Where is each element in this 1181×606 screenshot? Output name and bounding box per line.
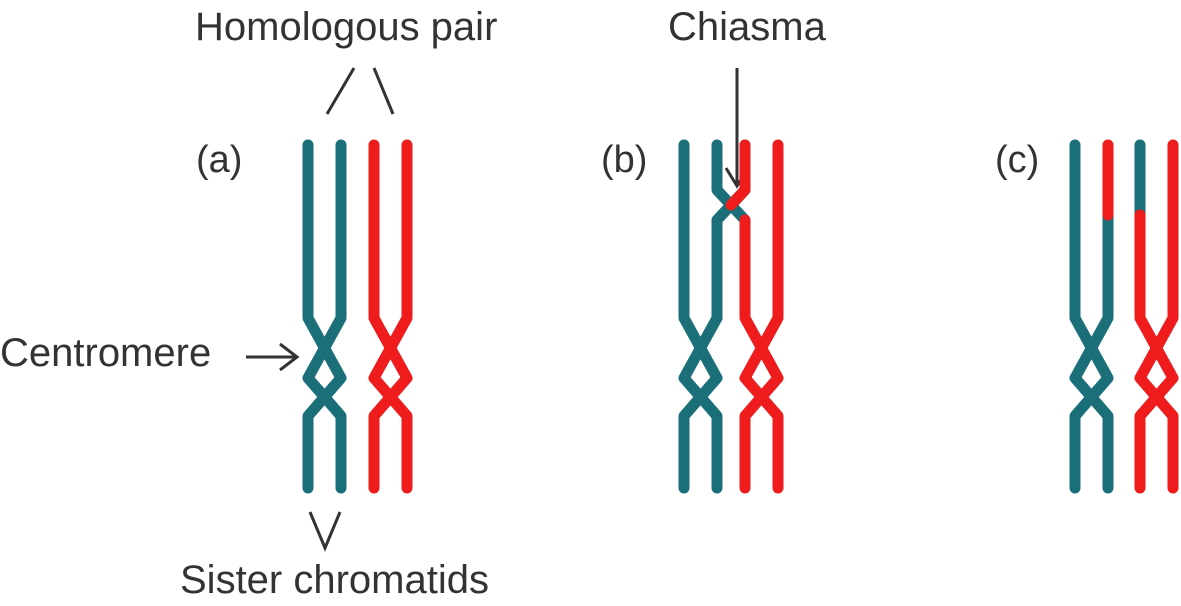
panel-b (678, 139, 784, 494)
panel-a-label: (a) (196, 139, 242, 181)
panel-b-chromosome-1-left-chromatid (678, 139, 723, 494)
homologous-pair-pointer-left (325, 67, 356, 115)
panel-c-chromosome-1-left-chromatid (1069, 139, 1114, 494)
panel-a-chromosome-1-right-chromatid (302, 139, 347, 494)
panel-c-chromosome-2-right-chromatid (1134, 139, 1179, 494)
panel-a (302, 139, 413, 494)
panel-c-chromosome-1-right-chromatid (1069, 209, 1114, 494)
panel-a-chromosome-2-left-chromatid (368, 139, 413, 494)
centromere-label: Centromere (0, 331, 211, 375)
chiasma-label: Chiasma (668, 5, 827, 49)
panel-a-chromosome-2-right-chromatid (368, 139, 413, 494)
centromere-arrow (246, 342, 300, 372)
sister-chromatids-label: Sister chromatids (180, 558, 489, 602)
panel-b-chromosome-1-right-chromatid (678, 139, 751, 494)
panel-c-label: (c) (995, 139, 1039, 181)
panel-b-chiasma-red-stub (725, 139, 751, 211)
panel-a-chromosome-1-left-chromatid (302, 139, 347, 494)
panel-c-chromosome-2-left-chromatid (1134, 209, 1179, 494)
homologous-pair-label: Homologous pair (195, 5, 497, 49)
sister-chromatids-pointer (308, 511, 342, 552)
panel-b-chromosome-2-right-chromatid (739, 139, 784, 494)
homologous-pair-pointer-right (372, 67, 395, 115)
panel-b-chromosome-2-left-chromatid (739, 214, 784, 494)
panel-c (1069, 139, 1179, 494)
panel-b-label: (b) (601, 139, 647, 181)
